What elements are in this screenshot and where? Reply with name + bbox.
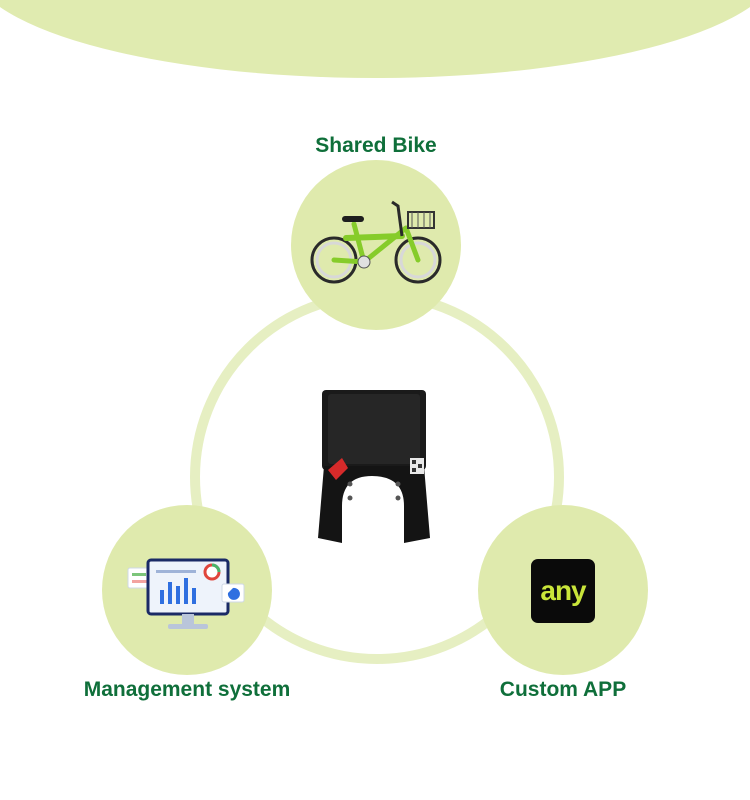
management-system-label: Management system [83,678,291,701]
app-icon-text: any [540,575,586,606]
shared-bike-label: Shared Bike [315,134,437,157]
bike-lock-icon [318,390,430,543]
top-decor-arc [0,0,750,78]
app-icon: any [531,559,595,623]
bicycle-icon [310,200,442,284]
dashboard-monitor-icon [127,558,245,629]
custom-app-label: Custom APP [499,678,627,701]
